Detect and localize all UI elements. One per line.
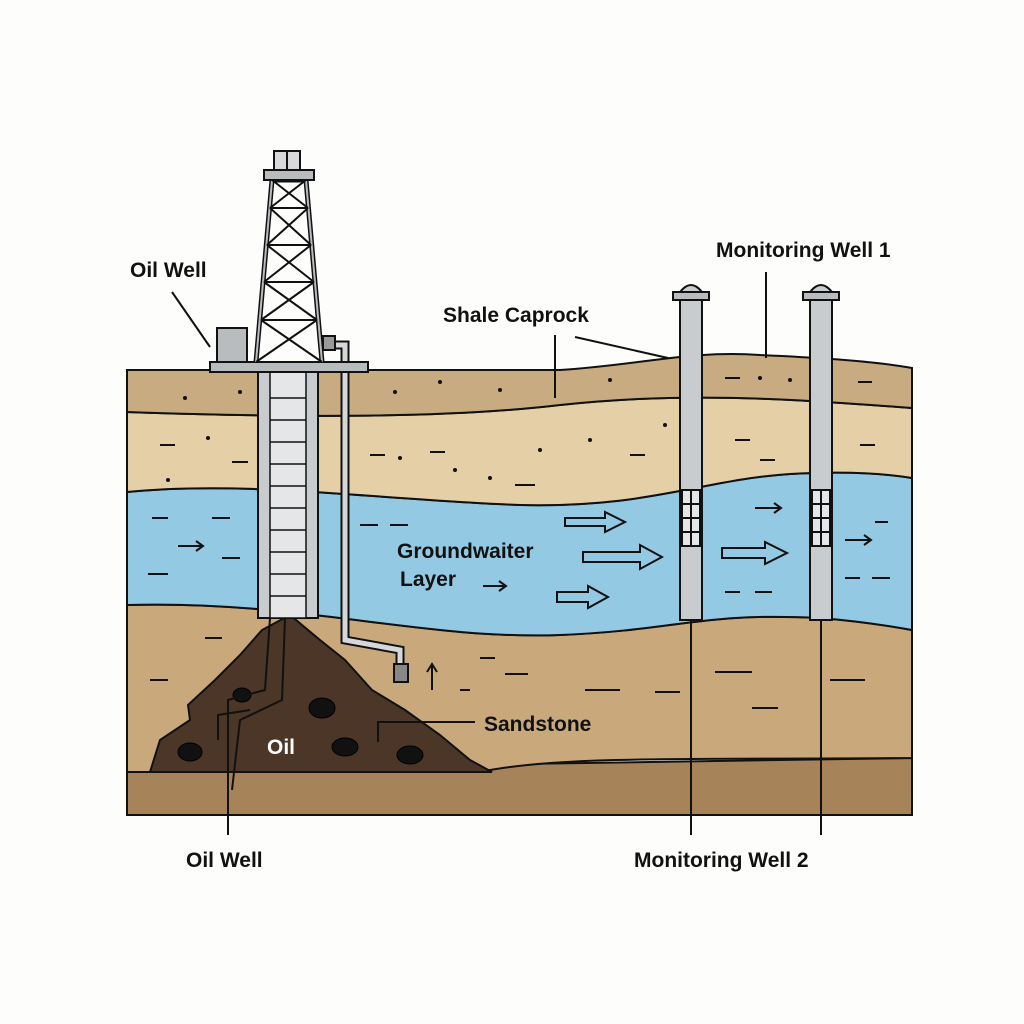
leader-lines — [171, 272, 767, 742]
texture-dashes — [148, 377, 890, 709]
label-monitoring-well-2: Monitoring Well 2 — [634, 849, 809, 872]
label-oil-well-bottom: Oil Well — [186, 849, 263, 872]
oil-well-casing — [217, 371, 319, 835]
label-oil-well-top: Oil Well — [130, 259, 207, 282]
label-sandstone: Sandstone — [484, 713, 591, 736]
flow-arrows — [178, 502, 873, 718]
oil-reservoir — [148, 613, 493, 773]
soil-dots — [166, 376, 792, 482]
monitoring-well-2 — [802, 284, 840, 835]
label-groundwater-layer: Layer — [400, 568, 456, 591]
label-shale-caprock: Shale Caprock — [443, 304, 589, 327]
label-oil: Oil — [267, 736, 295, 759]
label-groundwater: Groundwaiter — [397, 540, 534, 563]
monitoring-well-1 — [672, 284, 710, 835]
label-monitoring-well-1: Monitoring Well 1 — [716, 239, 891, 262]
oil-bubbles — [177, 687, 424, 765]
pipe-nozzle — [393, 663, 409, 683]
oil-derrick — [209, 150, 369, 373]
